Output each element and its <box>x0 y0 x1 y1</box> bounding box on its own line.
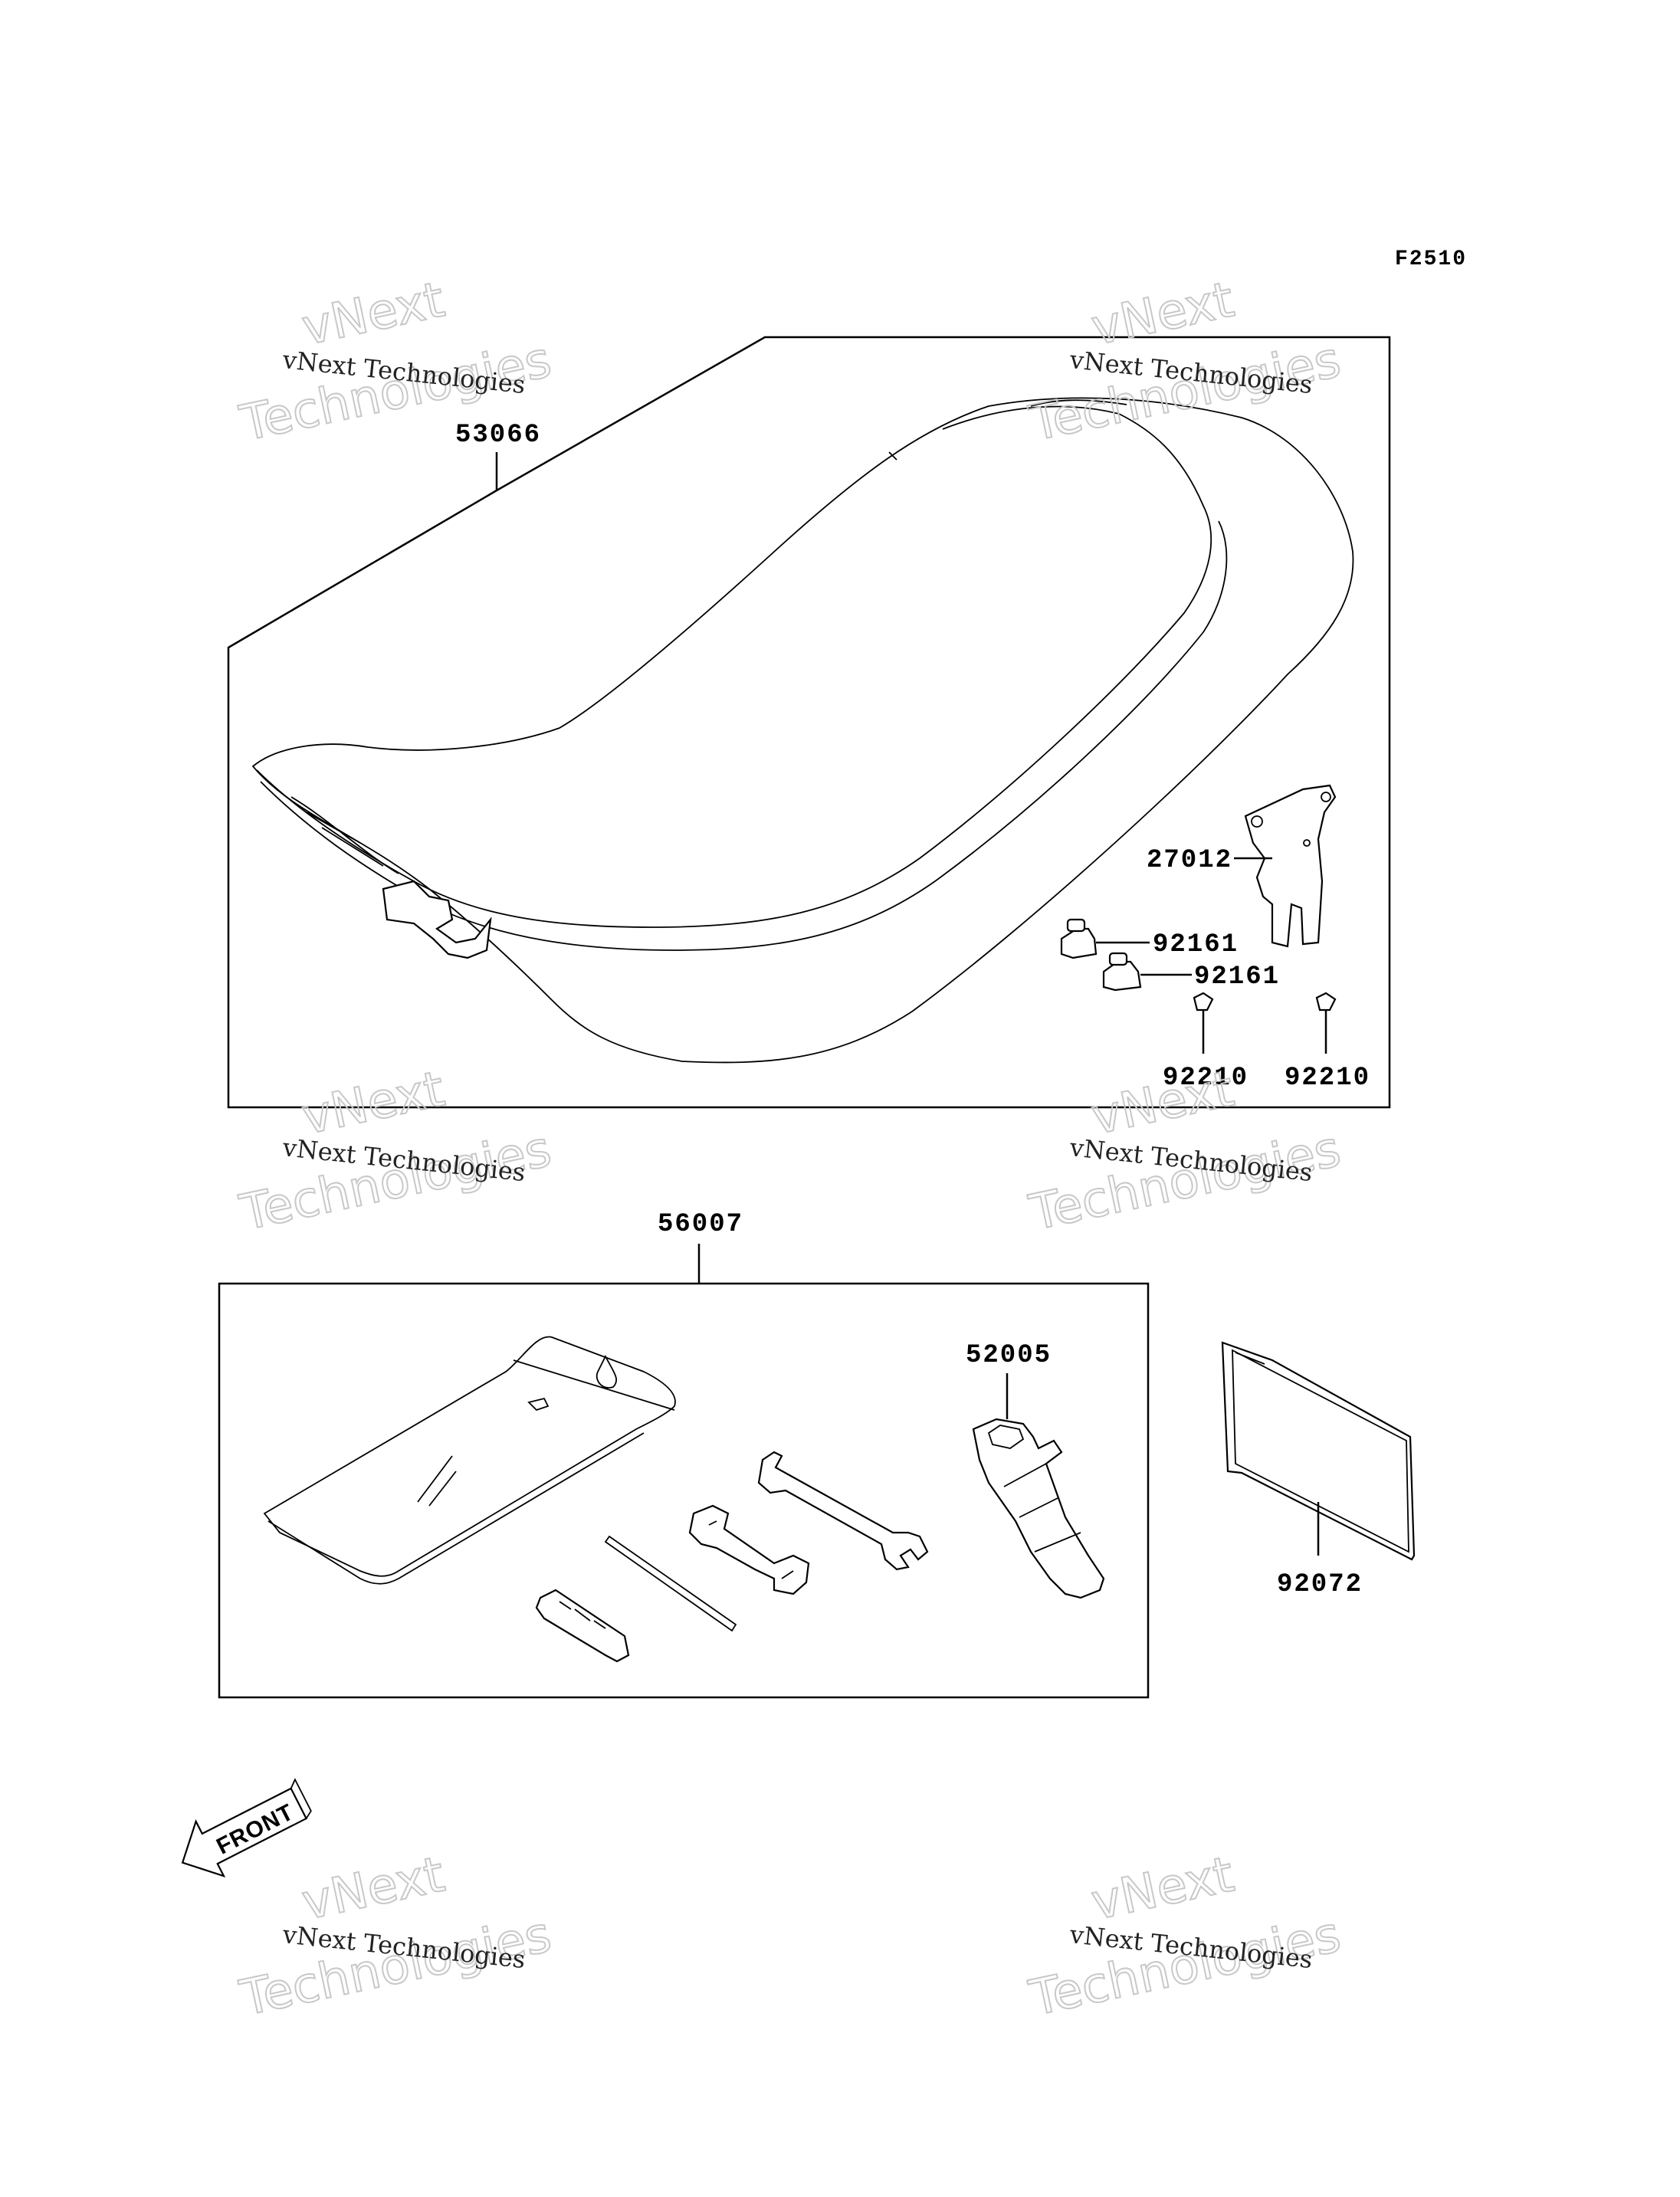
manual-title-strip <box>1235 1352 1265 1365</box>
watermark-big-top: vNext <box>1087 1846 1239 1931</box>
tool-box-wrench-detail <box>708 1520 794 1579</box>
seat-top-seam <box>1030 399 1127 407</box>
part-label-spark-plug[interactable]: 52005 <box>966 1341 1052 1370</box>
socket-hex <box>987 1425 1025 1449</box>
part-label-tool-kit[interactable]: 56007 <box>658 1210 743 1239</box>
manual-group: 92072 <box>1221 1341 1416 1599</box>
watermark-big-top: vNext <box>297 1061 449 1146</box>
seat-outline <box>251 397 1354 1064</box>
watermark-2: vNext Technologies vNext Technologies <box>1024 271 1347 453</box>
seat-seam-mark <box>888 451 897 461</box>
damper-b-part <box>1102 960 1142 992</box>
clip-a-part <box>1193 992 1214 1012</box>
part-label-damper-b[interactable]: 92161 <box>1194 962 1280 992</box>
part-label-manual[interactable]: 92072 <box>1277 1570 1363 1599</box>
part-label-clip-a[interactable]: 92210 <box>1163 1064 1249 1093</box>
seat-inner-outline <box>256 405 1212 928</box>
tool-bag <box>263 1336 676 1577</box>
damper-a-part <box>1060 927 1098 959</box>
tool-open-wrench <box>757 1451 929 1571</box>
part-label-clip-b[interactable]: 92210 <box>1285 1064 1370 1093</box>
bracket-hole-2 <box>1321 792 1331 802</box>
tool-bag-button <box>527 1397 550 1412</box>
front-arrow: FRONT <box>181 1778 312 1877</box>
watermark-3: vNext Technologies vNext Technologies <box>235 1060 557 1242</box>
tool-kit-group: 56007 52005 <box>218 1210 1150 1699</box>
tool-screwdriver-rod <box>604 1535 737 1632</box>
seat-group-border <box>227 336 1391 1109</box>
tool-kit-border <box>218 1282 1150 1699</box>
seat-group: 53066 27012 92161 92161 92210 <box>227 336 1391 1109</box>
tool-bag-glint <box>417 1455 457 1507</box>
damper-b-cap <box>1108 952 1128 966</box>
manual-inner-frame <box>1232 1349 1409 1553</box>
front-arrow-shape <box>181 1787 308 1877</box>
socket-bands <box>1003 1463 1081 1553</box>
tool-screwdriver-handle <box>535 1589 630 1663</box>
damper-a-cap <box>1066 918 1086 933</box>
part-label-seat[interactable]: 53066 <box>455 421 541 450</box>
bracket-hole-3 <box>1303 839 1311 847</box>
watermark-6: vNext Technologies vNext Technologies <box>1024 1845 1347 2028</box>
watermark-big-top: vNext <box>1087 271 1239 356</box>
seat-hook <box>382 880 492 959</box>
part-label-damper-a[interactable]: 92161 <box>1153 930 1239 959</box>
watermark-big-top: vNext <box>297 1846 449 1931</box>
tool-bag-flap <box>513 1354 675 1411</box>
watermark-5: vNext Technologies vNext Technologies <box>235 1845 557 2028</box>
front-arrow-depth <box>290 1778 312 1819</box>
page-code: F2510 <box>1395 248 1467 271</box>
owners-manual <box>1221 1341 1416 1561</box>
seat-underside-texture <box>290 796 399 874</box>
watermark-big-top: vNext <box>297 271 449 356</box>
part-label-bracket[interactable]: 27012 <box>1147 846 1232 875</box>
bracket-part <box>1244 784 1337 948</box>
bracket-hole-1 <box>1251 815 1263 828</box>
tool-screwdriver-grip <box>559 1601 606 1629</box>
tool-bag-lower <box>267 1432 645 1585</box>
clip-b-part <box>1315 992 1337 1012</box>
tool-box-wrench <box>688 1504 810 1595</box>
